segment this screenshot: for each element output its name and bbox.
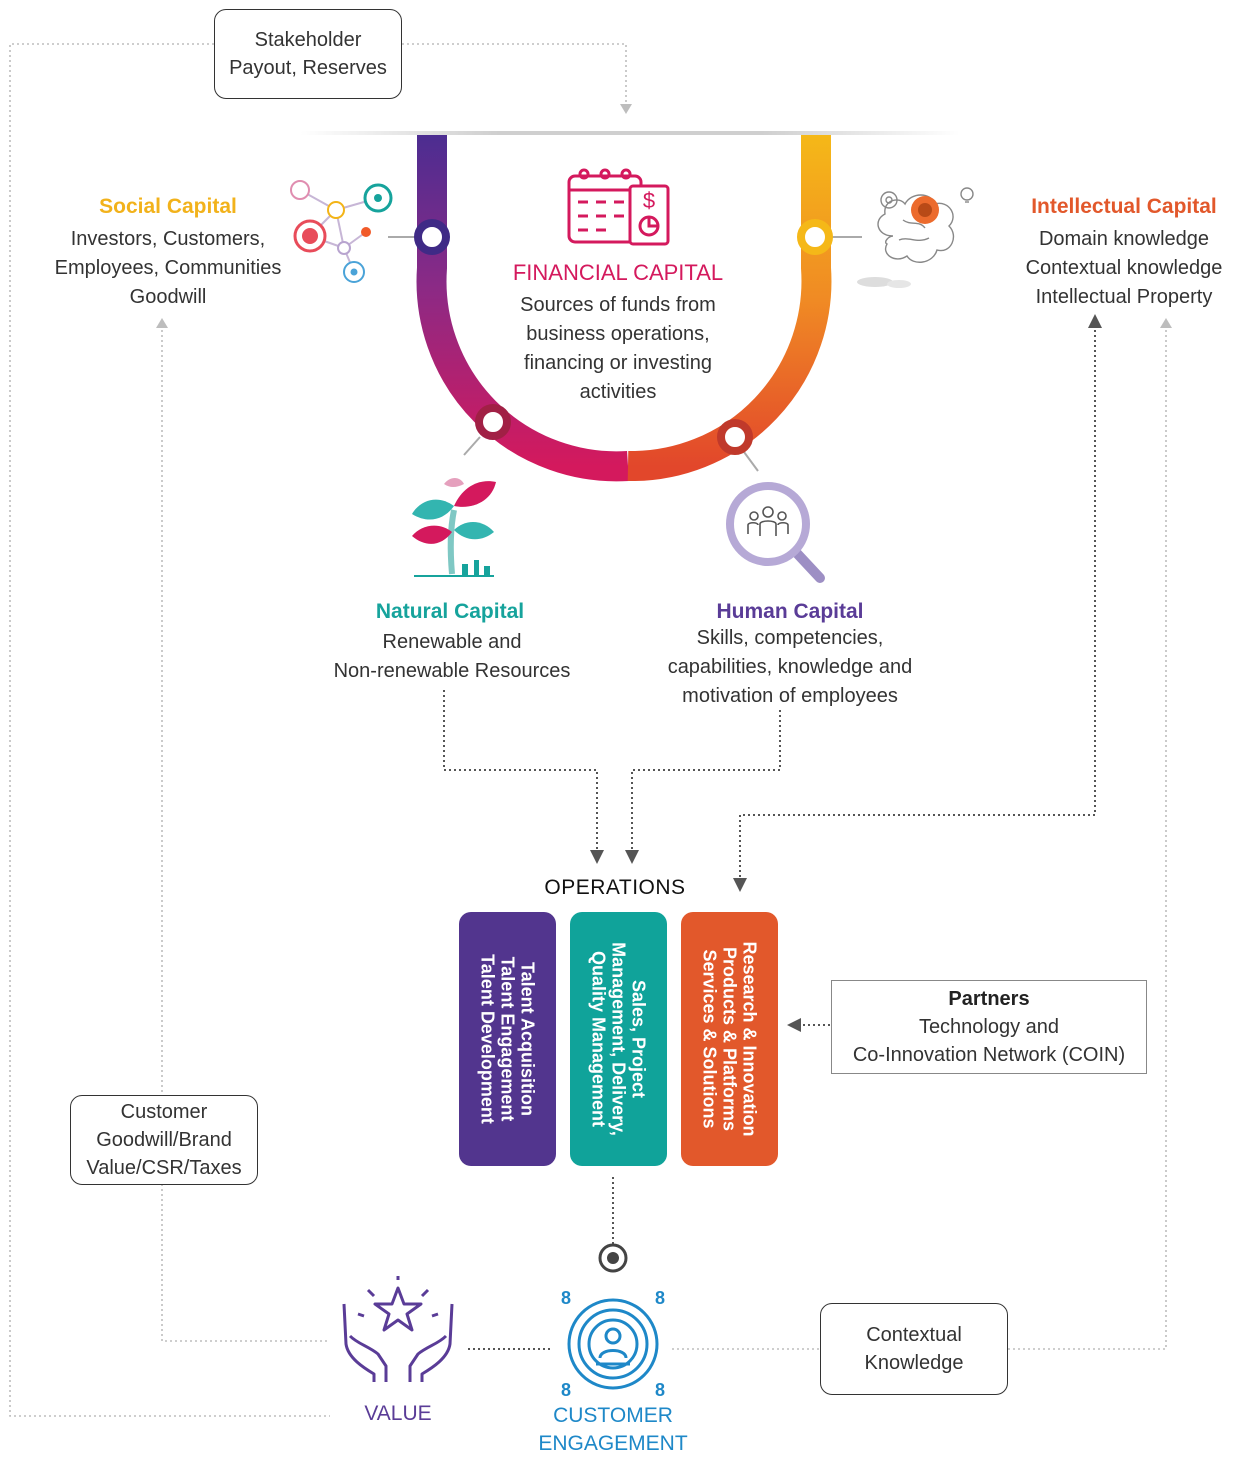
human-line: Skills, competencies, (696, 627, 884, 649)
pillar-research: Research & Innovation Products & Platfor… (681, 912, 778, 1166)
node-human (717, 419, 753, 455)
social-capital-title: Social Capital (99, 195, 237, 218)
natural-capital-text: Renewable and Non-renewable Resources (310, 628, 594, 686)
financial-line: business operations, (526, 323, 710, 345)
svg-text:8: 8 (561, 1380, 571, 1400)
node-natural (475, 404, 511, 440)
stakeholder-payout-box: Stakeholder Payout, Reserves (214, 9, 402, 99)
human-capital-text: Skills, competencies, capabilities, know… (640, 624, 940, 711)
pillar-research-line: Products & Platforms (719, 946, 740, 1132)
goodwill-line: Value/CSR/Taxes (86, 1157, 242, 1179)
contextual-line: Knowledge (864, 1352, 964, 1374)
financial-capital-title: FINANCIAL CAPITAL (512, 260, 724, 285)
intellectual-capital-text: Domain knowledge Contextual knowledge In… (1000, 225, 1240, 312)
goodwill-line: Customer (120, 1101, 208, 1123)
hands-star-icon (342, 1276, 454, 1382)
brain-icon (857, 187, 974, 288)
customer-engagement-label: CUSTOMER ENGAGEMENT (510, 1402, 716, 1458)
customer-engagement-icon: 8 8 8 8 (561, 1288, 665, 1400)
svg-text:8: 8 (561, 1288, 571, 1308)
partners-box: Partners Technology and Co-Innovation Ne… (831, 980, 1147, 1074)
pillar-sales-line: Sales, Project (628, 979, 649, 1099)
pillar-sales-delivery: Sales, Project Management, Delivery, Qua… (570, 912, 667, 1166)
arc-right (627, 135, 832, 482)
pillar-research-line: Research & Innovation (739, 941, 760, 1137)
financial-line: financing or investing (524, 352, 712, 374)
svg-text:$: $ (643, 188, 655, 213)
pillar-research-line: Services & Solutions (699, 949, 720, 1129)
magnifier-people-icon (726, 482, 825, 583)
natural-line: Renewable and (382, 631, 522, 653)
partners-line2: Co-Innovation Network (COIN) (852, 1044, 1126, 1066)
svg-text:8: 8 (655, 1380, 665, 1400)
social-network-icon (290, 180, 393, 283)
node-social (414, 219, 450, 255)
pillar-talent: Talent Acquisition Talent Engagement Tal… (459, 912, 556, 1166)
pillar-talent-line: Talent Engagement (497, 956, 518, 1122)
natural-line: Non-renewable Resources (333, 660, 571, 682)
financial-line: activities (579, 381, 657, 403)
human-line: motivation of employees (682, 685, 898, 707)
social-line: Investors, Customers, (70, 228, 266, 250)
social-capital-text: Investors, Customers, Employees, Communi… (28, 225, 308, 312)
value-label: VALUE (364, 1402, 432, 1425)
stakeholder-line2: Payout, Reserves (229, 57, 387, 79)
human-line: capabilities, knowledge and (667, 656, 913, 678)
pillar-talent-line: Talent Acquisition (517, 961, 538, 1116)
contextual-knowledge-box: Contextual Knowledge (820, 1303, 1008, 1395)
stakeholder-line1: Stakeholder (254, 29, 362, 51)
arc-left (416, 135, 629, 482)
social-line: Goodwill (129, 286, 207, 308)
customer-goodwill-box: Customer Goodwill/Brand Value/CSR/Taxes (70, 1095, 258, 1185)
node-intellectual (797, 219, 833, 255)
social-line: Employees, Communities (54, 257, 282, 279)
customer-engagement-line2: ENGAGEMENT (538, 1432, 688, 1455)
pillar-talent-line: Talent Development (477, 954, 498, 1124)
intellectual-capital-title: Intellectual Capital (1031, 195, 1217, 218)
customer-engagement-line1: CUSTOMER (553, 1404, 673, 1427)
goodwill-line: Goodwill/Brand (96, 1129, 232, 1151)
financial-capital-text: Sources of funds from business operation… (468, 291, 768, 407)
intellectual-line: Contextual knowledge (1025, 257, 1223, 279)
pillar-sales-line: Quality Management (588, 950, 609, 1128)
financial-line: Sources of funds from (520, 294, 716, 316)
pillar-sales-line: Management, Delivery, (608, 942, 629, 1136)
financial-calendar-icon: $ (567, 168, 670, 246)
intellectual-line: Intellectual Property (1035, 286, 1213, 308)
operations-title: OPERATIONS (544, 876, 686, 899)
intellectual-line: Domain knowledge (1038, 228, 1210, 250)
human-capital-title: Human Capital (716, 600, 864, 623)
partners-title: Partners (948, 988, 1030, 1010)
natural-capital-title: Natural Capital (375, 600, 525, 623)
partners-line1: Technology and (918, 1016, 1060, 1038)
contextual-line: Contextual (866, 1324, 962, 1346)
svg-text:8: 8 (655, 1288, 665, 1308)
top-shelf (300, 131, 960, 135)
plant-icon (412, 478, 496, 577)
